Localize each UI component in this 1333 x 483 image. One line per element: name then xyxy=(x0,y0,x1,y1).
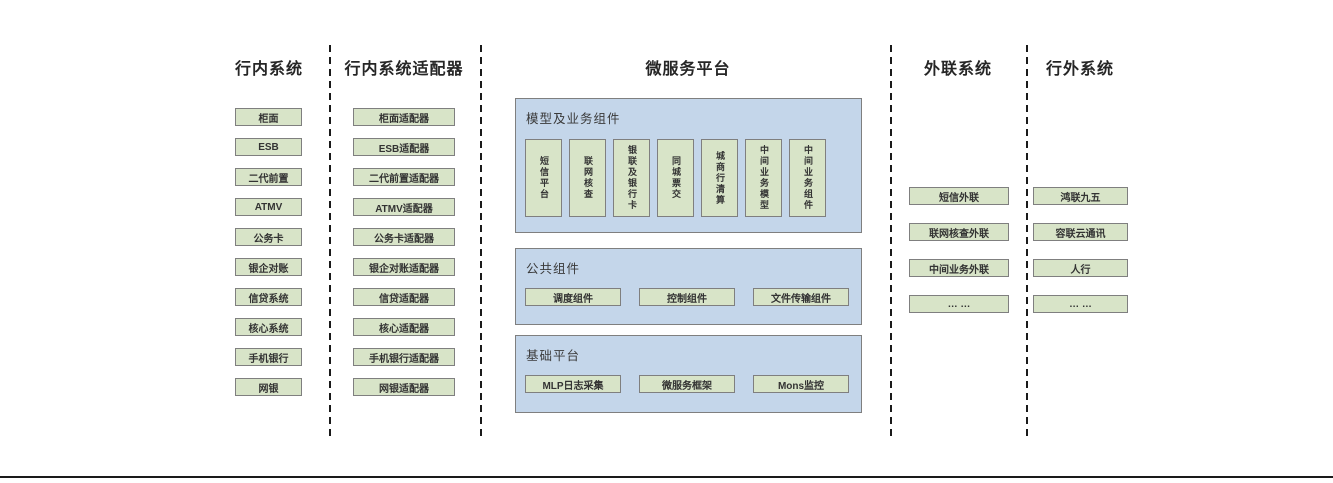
column-header-outreach: 外联系统 xyxy=(923,61,993,78)
component-box: 微服务框架 xyxy=(639,375,735,393)
column-header-internal: 行内系统 xyxy=(234,61,304,78)
outreach-box: 短信外联 xyxy=(909,187,1009,205)
external-box: 人行 xyxy=(1033,259,1128,277)
adapter-box: 二代前置适配器 xyxy=(353,168,455,186)
system-box: 银企对账 xyxy=(235,258,302,276)
component-box: 中间业务组件 xyxy=(789,139,826,217)
system-box: 手机银行 xyxy=(235,348,302,366)
system-box: 二代前置 xyxy=(235,168,302,186)
system-box: 核心系统 xyxy=(235,318,302,336)
external-box: 容联云通讯 xyxy=(1033,223,1128,241)
component-box: Mons监控 xyxy=(753,375,849,393)
outreach-box: 联网核查外联 xyxy=(909,223,1009,241)
column-header-external: 行外系统 xyxy=(1045,61,1115,78)
component-box: 文件传输组件 xyxy=(753,288,849,306)
adapter-column: 柜面适配器 ESB适配器 二代前置适配器 ATMV适配器 公务卡适配器 银企对账… xyxy=(353,108,455,396)
column-header-platform: 微服务平台 xyxy=(645,61,731,78)
model-components-row: 短信平台 联网核查 银联及银行卡 同城票交 城商行清算 中间业务模型 中间业务组… xyxy=(525,139,826,217)
system-box: 信贷系统 xyxy=(235,288,302,306)
adapter-box: 公务卡适配器 xyxy=(353,228,455,246)
external-box: … … xyxy=(1033,295,1128,313)
adapter-box: ESB适配器 xyxy=(353,138,455,156)
bottom-rule xyxy=(0,476,1333,478)
adapter-box: 信贷适配器 xyxy=(353,288,455,306)
component-box: 控制组件 xyxy=(639,288,735,306)
component-box: 调度组件 xyxy=(525,288,621,306)
component-box: 联网核查 xyxy=(569,139,606,217)
adapter-box: 手机银行适配器 xyxy=(353,348,455,366)
external-column: 鸿联九五 容联云通讯 人行 … … xyxy=(1033,187,1128,313)
adapter-box: 银企对账适配器 xyxy=(353,258,455,276)
external-box: 鸿联九五 xyxy=(1033,187,1128,205)
column-separator-3 xyxy=(890,45,892,440)
component-box: MLP日志采集 xyxy=(525,375,621,393)
system-box: ATMV xyxy=(235,198,302,216)
outreach-box: … … xyxy=(909,295,1009,313)
adapter-box: 网银适配器 xyxy=(353,378,455,396)
system-box: 网银 xyxy=(235,378,302,396)
system-box: ESB xyxy=(235,138,302,156)
outreach-box: 中间业务外联 xyxy=(909,259,1009,277)
panel-model-components: 模型及业务组件 短信平台 联网核查 银联及银行卡 同城票交 城商行清算 中间业务… xyxy=(515,98,862,233)
outreach-column: 短信外联 联网核查外联 中间业务外联 … … xyxy=(909,187,1009,313)
panel-label: 基础平台 xyxy=(526,349,581,363)
component-box: 银联及银行卡 xyxy=(613,139,650,217)
common-components-row: 调度组件 控制组件 文件传输组件 xyxy=(525,288,849,306)
column-separator-4 xyxy=(1026,45,1028,440)
base-platform-row: MLP日志采集 微服务框架 Mons监控 xyxy=(525,375,849,393)
column-separator-1 xyxy=(329,45,331,440)
panel-label: 模型及业务组件 xyxy=(526,112,621,126)
column-separator-2 xyxy=(480,45,482,440)
panel-common-components: 公共组件 调度组件 控制组件 文件传输组件 xyxy=(515,248,862,325)
component-box: 城商行清算 xyxy=(701,139,738,217)
component-box: 中间业务模型 xyxy=(745,139,782,217)
adapter-box: ATMV适配器 xyxy=(353,198,455,216)
adapter-box: 核心适配器 xyxy=(353,318,455,336)
adapter-box: 柜面适配器 xyxy=(353,108,455,126)
system-box: 柜面 xyxy=(235,108,302,126)
panel-base-platform: 基础平台 MLP日志采集 微服务框架 Mons监控 xyxy=(515,335,862,413)
internal-systems-column: 柜面 ESB 二代前置 ATMV 公务卡 银企对账 信贷系统 核心系统 手机银行… xyxy=(235,108,302,396)
component-box: 同城票交 xyxy=(657,139,694,217)
column-header-adapter: 行内系统适配器 xyxy=(344,61,464,78)
component-box: 短信平台 xyxy=(525,139,562,217)
system-box: 公务卡 xyxy=(235,228,302,246)
panel-label: 公共组件 xyxy=(526,262,581,276)
